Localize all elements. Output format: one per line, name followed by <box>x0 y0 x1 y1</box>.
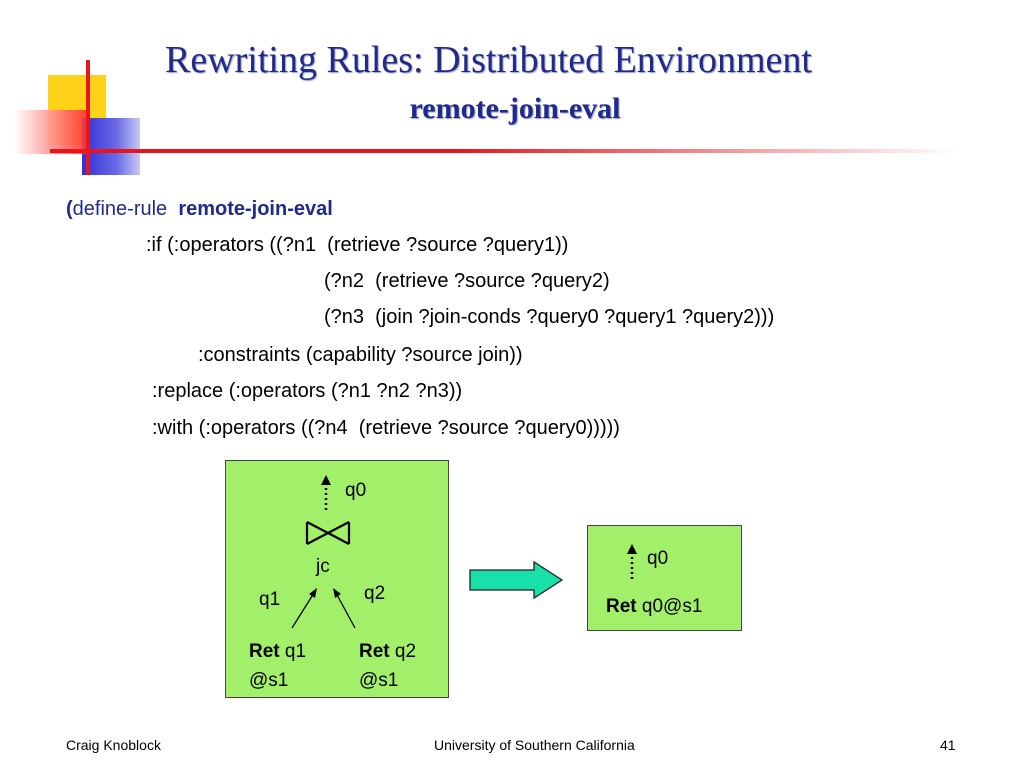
diagram-before-graphics <box>291 475 356 629</box>
input-right-arrowhead <box>333 588 341 598</box>
diagram-before-box <box>225 460 449 698</box>
join-condition-label: jc <box>316 556 330 577</box>
input-left-arrow-line <box>291 592 315 629</box>
logo-pink-block <box>14 110 89 154</box>
rule-keyword: define-rule <box>72 198 168 220</box>
slide-title: Rewriting Rules: Distributed Environment <box>165 39 812 81</box>
diagram-after-graphics <box>627 544 637 579</box>
retrieve-right-node: Ret q2 <box>359 641 417 662</box>
footer-page-number: 41 <box>940 737 956 753</box>
input-left-label: q1 <box>259 589 281 610</box>
after-output-arrowhead <box>627 544 637 554</box>
rule-line-with: :with (:operators ((?n4 (retrieve ?sourc… <box>152 417 620 439</box>
slide-subtitle: remote-join-eval <box>409 92 621 125</box>
rule-line-replace: :replace (:operators (?n1 ?n2 ?n3)) <box>152 380 463 402</box>
logo-red-vertical-line <box>86 60 90 175</box>
remote-retrieve-node: Ret q0@s1 <box>606 596 703 617</box>
after-output-label: q0 <box>647 548 669 569</box>
diagram-after-box <box>587 525 742 631</box>
title-underline <box>50 149 960 153</box>
retrieve-right-location: @s1 <box>359 670 399 691</box>
rule-name: remote-join-eval <box>178 198 333 220</box>
input-right-arrow-line <box>335 592 356 629</box>
rule-line-constraints: :constraints (capability ?source join)) <box>198 344 523 366</box>
footer-institution: University of Southern California <box>434 737 635 753</box>
transform-arrow-icon <box>469 560 564 600</box>
footer-author: Craig Knoblock <box>66 737 161 753</box>
rule-open-paren: ( <box>66 198 73 220</box>
output-arrowhead <box>321 475 331 485</box>
rule-line-n2: (?n2 (retrieve ?source ?query2) <box>324 270 610 292</box>
input-left-arrowhead <box>309 588 317 598</box>
rule-header: (define-rule remote-join-eval <box>66 198 333 221</box>
input-right-label: q2 <box>364 583 386 604</box>
rule-line-if: :if (:operators ((?n1 (retrieve ?source … <box>146 234 569 256</box>
rule-line-n3: (?n3 (join ?join-conds ?query0 ?query1 ?… <box>324 306 775 328</box>
retrieve-left-node: Ret q1 <box>249 641 307 662</box>
join-bowtie-icon <box>305 521 351 545</box>
retrieve-left-location: @s1 <box>249 670 289 691</box>
logo-blue-block <box>82 118 140 175</box>
join-output-label: q0 <box>345 480 367 501</box>
